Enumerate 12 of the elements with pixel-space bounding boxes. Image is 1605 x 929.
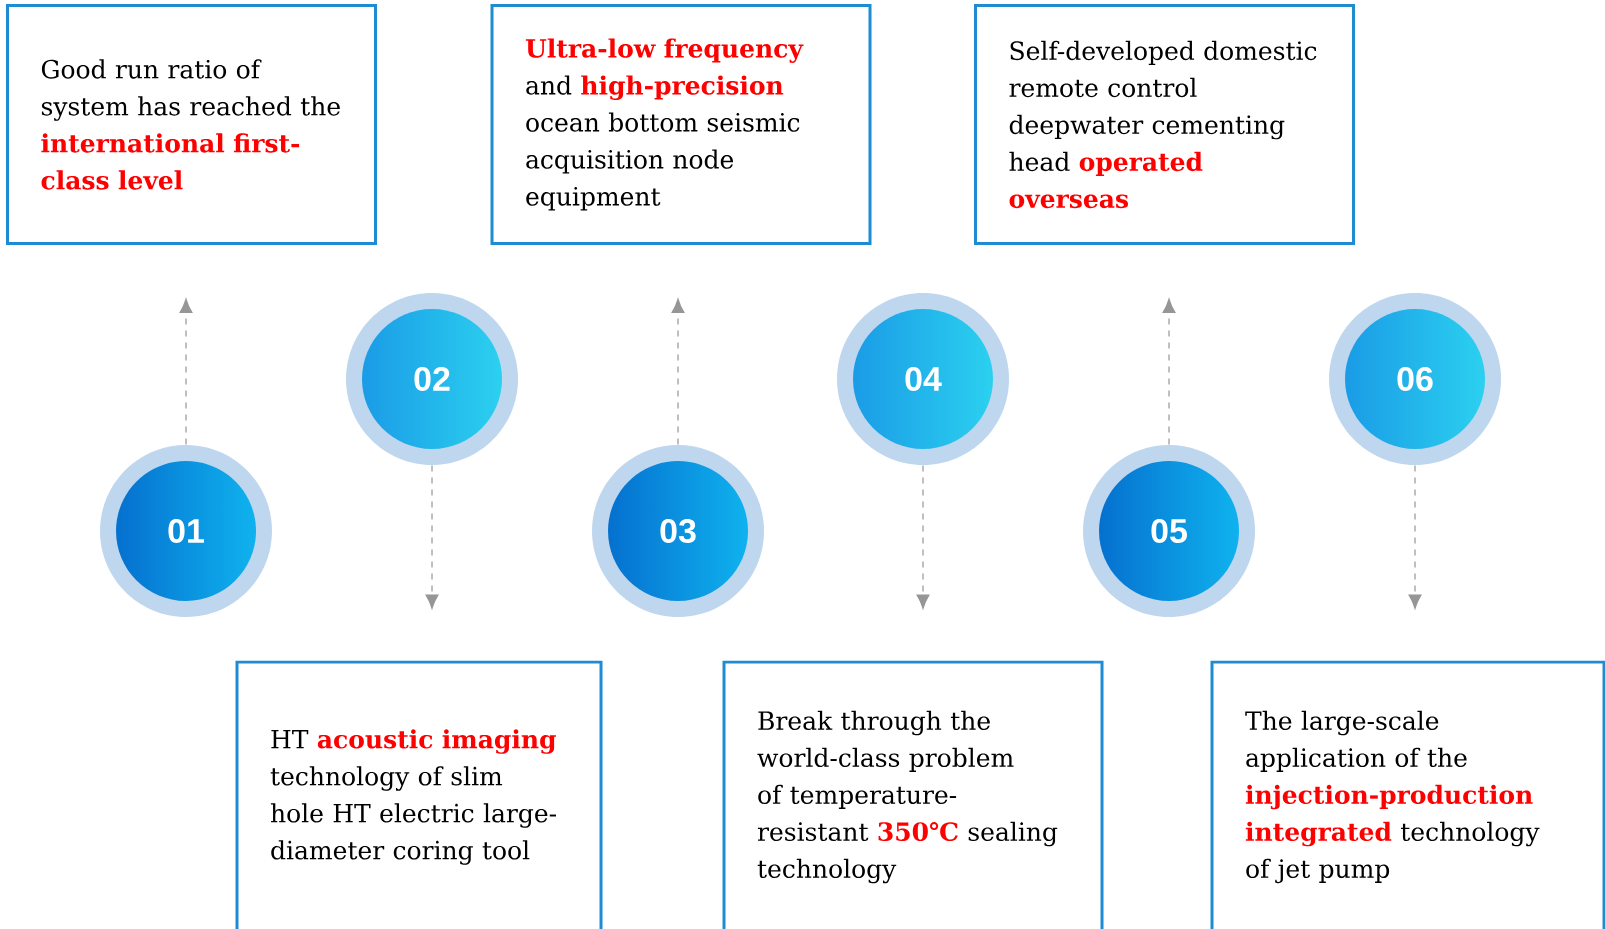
arrow (916, 464, 930, 609)
text-box: Good run ratio of system has reached the international first-class level (6, 4, 377, 245)
arrow (1162, 298, 1176, 446)
text-box: Break through the world-class problem of temperature-resistant 350℃ sealing technology (722, 660, 1104, 929)
text-box: HT acoustic imaging technology of slim hole HT electric large-diameter coring tool (235, 660, 603, 929)
arrow (179, 298, 193, 446)
text-box: Self-developed domestic remote control deepwater cementing head operated overseas (974, 4, 1355, 245)
arrow (425, 464, 439, 609)
arrow (1408, 464, 1422, 609)
text-box: The large-scale application of the injection-production integrated technology of jet pump (1210, 660, 1605, 929)
text-box: Ultra-low frequency and high-precision ocean bottom seismic acquisition node equipment (490, 4, 872, 245)
arrow (671, 298, 685, 446)
